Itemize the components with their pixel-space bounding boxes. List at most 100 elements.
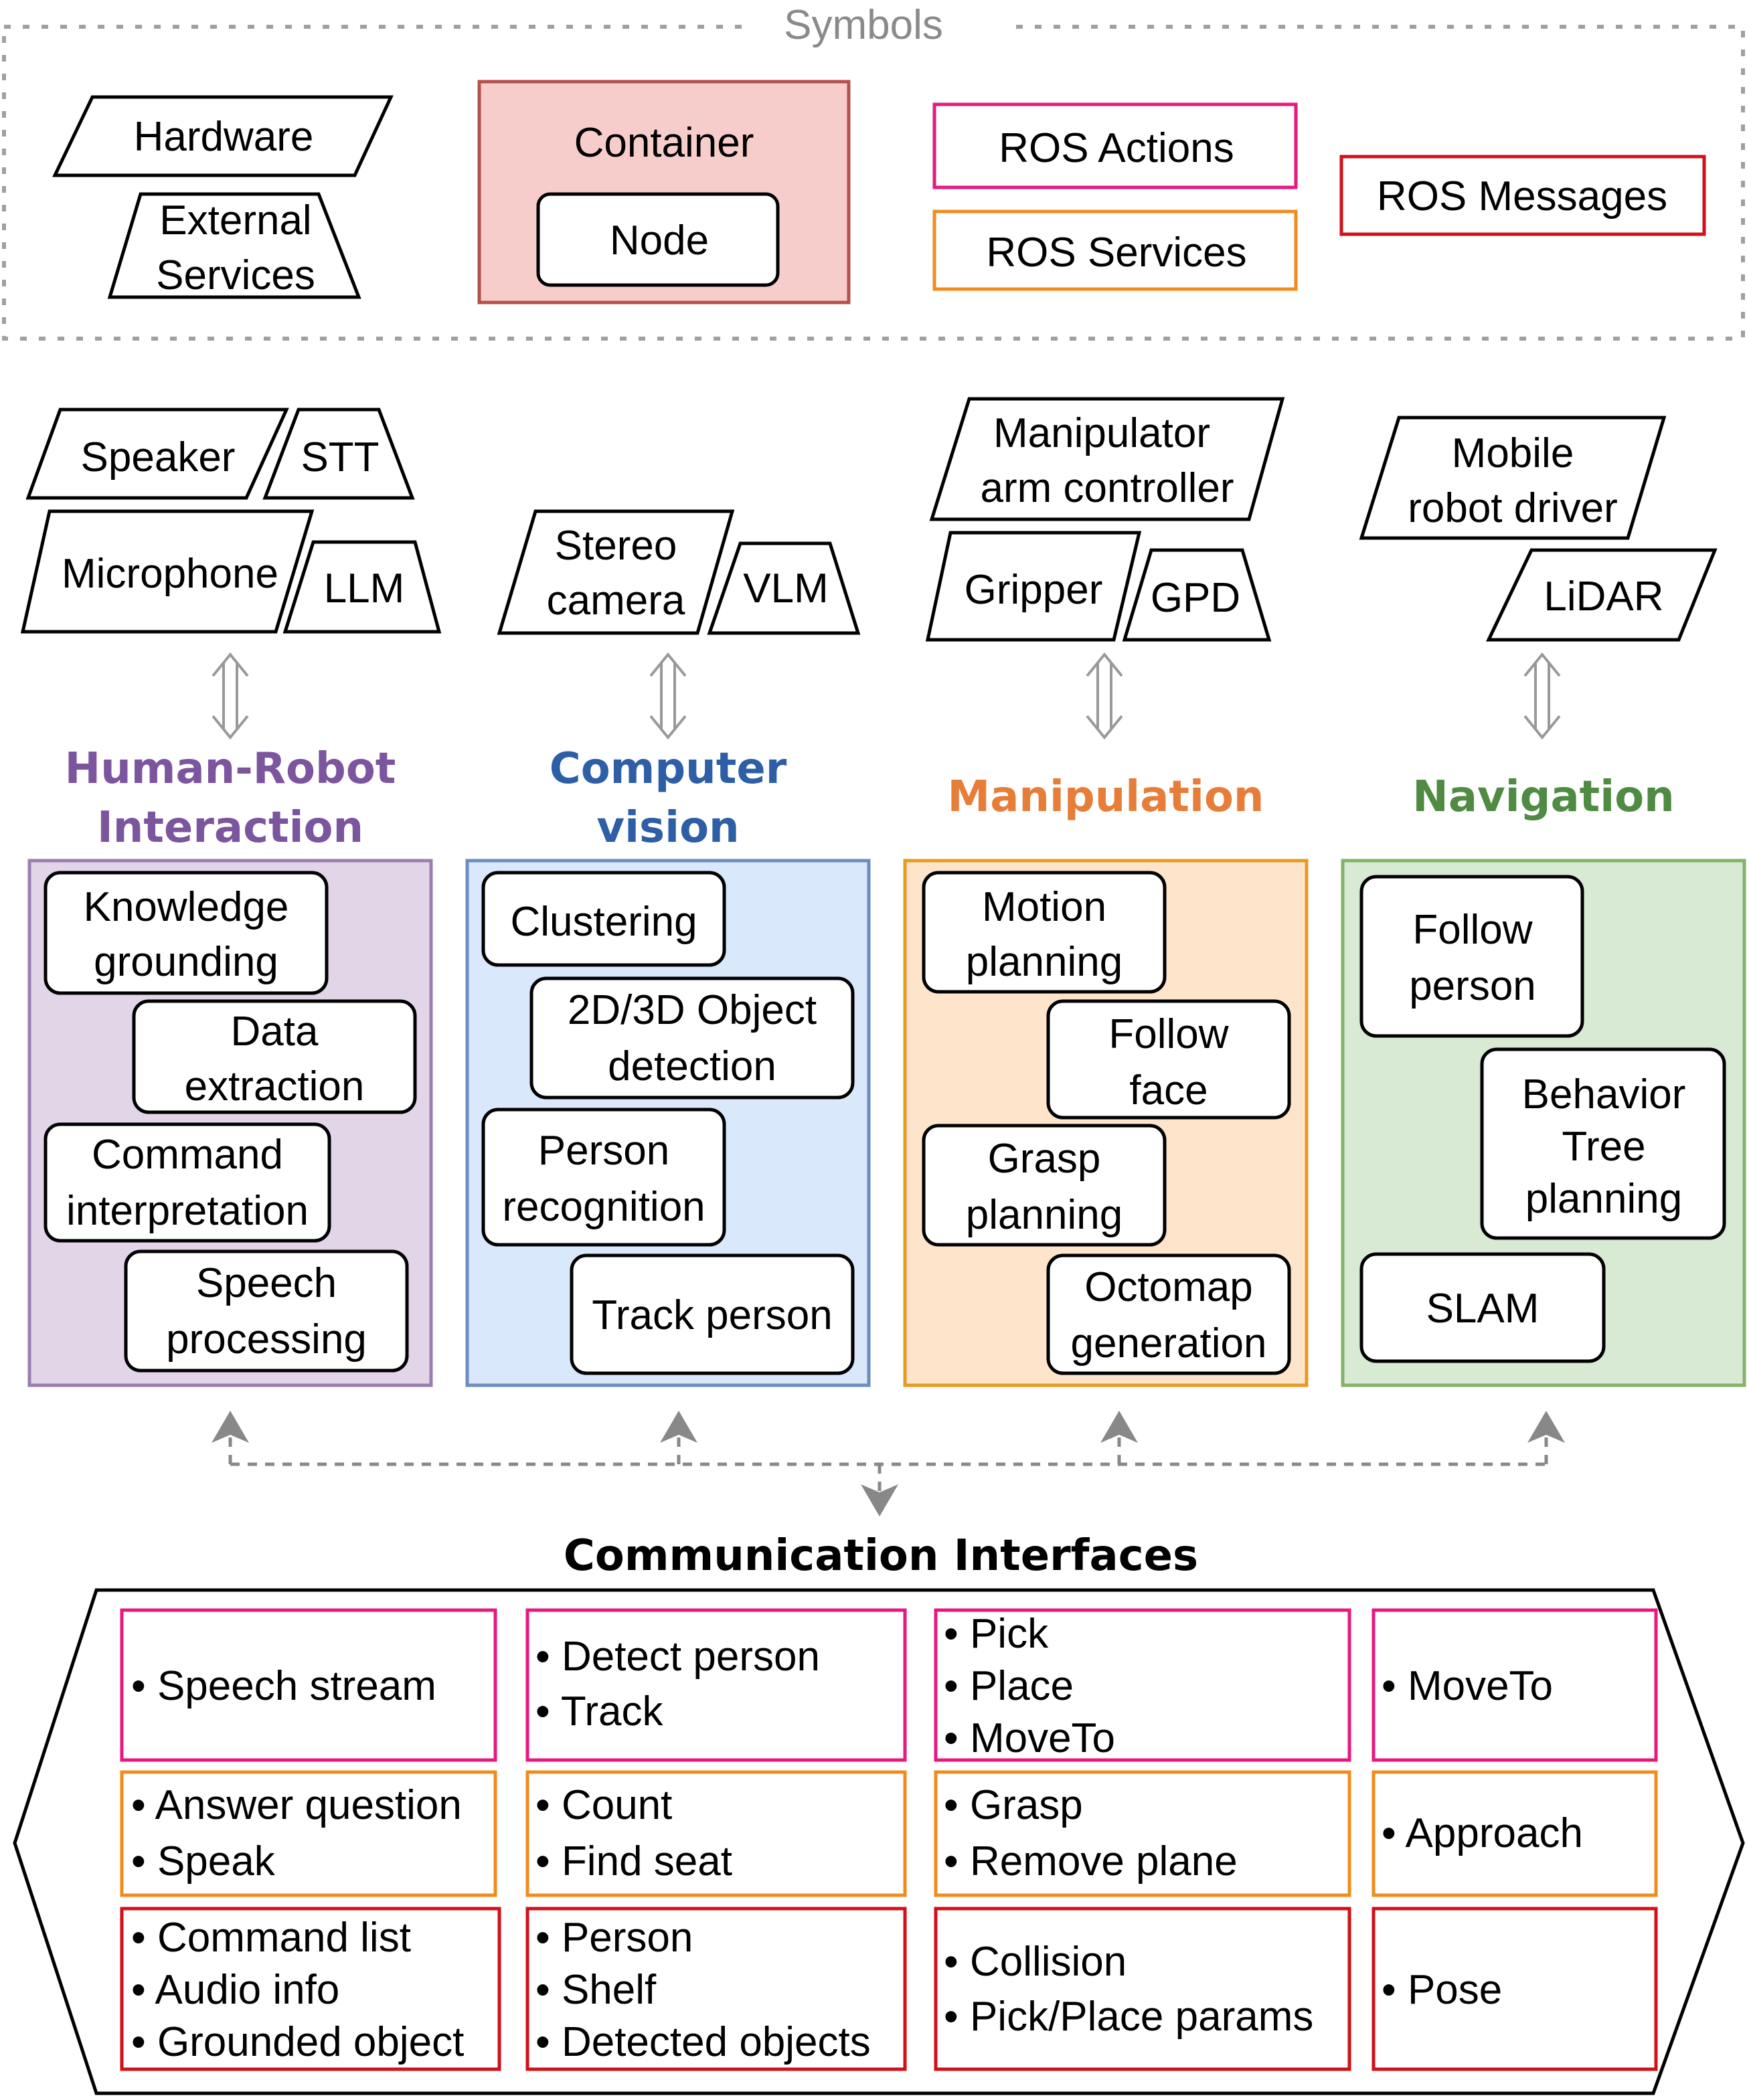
symbols-legend: Symbols Hardware External Services Conta… [2, 2, 1745, 341]
motion-planning-label-2: planning [966, 939, 1122, 985]
external-services-symbol [107, 192, 361, 299]
bullet: • [944, 1994, 970, 2040]
arm-controller-label-1: Manipulator [993, 410, 1210, 456]
speaker-hardware [25, 408, 289, 500]
manip-action-3-text: MoveTo [970, 1715, 1115, 1761]
gripper-hardware [925, 531, 1142, 642]
hri-actions-box [120, 1608, 497, 1762]
cv-message-2-text: Shelf [562, 1967, 657, 2013]
hri-message-3: • Grounded object [131, 2019, 464, 2065]
cv-service-1: • Count [535, 1782, 672, 1828]
hardware-arrows [212, 652, 1561, 740]
cv-service-2: • Find seat [535, 1838, 732, 1885]
knowledge-grounding-label-1: Knowledge [84, 884, 289, 930]
ros-messages-symbol [1339, 155, 1706, 236]
legend-title-bg [743, 4, 1004, 51]
manip-actions-box [934, 1608, 1351, 1762]
manip-service-2: • Remove plane [944, 1838, 1238, 1885]
bullet: • [944, 1663, 970, 1709]
llm-service [282, 540, 442, 634]
arrowhead-nav [1527, 1411, 1565, 1443]
hri-hardware-arrow [212, 652, 249, 740]
hri-message-1-text: Command list [157, 1915, 411, 1961]
mobile-robot-driver-label-2: robot driver [1408, 485, 1618, 531]
knowledge-grounding-label-2: grounding [94, 939, 278, 985]
bullet: • [131, 1915, 157, 1961]
node-symbol [536, 192, 780, 287]
bullet: • [1382, 1663, 1408, 1709]
bullet: • [535, 1915, 562, 1961]
node-symbol-label: Node [610, 217, 709, 264]
data-extraction-node [132, 999, 417, 1114]
cv-message-2: • Shelf [535, 1967, 657, 2013]
hri-service-2-text: Speak [157, 1838, 276, 1885]
manip-action-2-text: Place [970, 1663, 1074, 1709]
clustering-label: Clustering [510, 899, 697, 945]
hri-hardware: Speaker STT Microphone LLM [20, 408, 442, 634]
hri-messages-box [120, 1907, 501, 2071]
data-extraction-label-1: Data [231, 1009, 319, 1055]
nav-services-box [1371, 1770, 1658, 1897]
nav-container: Follow person Behavior Tree planning SLA… [1341, 859, 1746, 1387]
vlm-label: VLM [743, 565, 828, 612]
external-services-symbol-label-1: External [159, 197, 311, 244]
lidar-hardware [1486, 548, 1718, 642]
grasp-planning-node [922, 1124, 1167, 1247]
gripper-label: Gripper [965, 567, 1103, 613]
nav-actions-box [1371, 1608, 1658, 1762]
gpd-label: GPD [1151, 575, 1240, 621]
bullet: • [1382, 1967, 1408, 2013]
nav-action-1-text: MoveTo [1408, 1663, 1553, 1709]
hri-title-2: Interaction [97, 803, 363, 853]
cv-service-2-text: Find seat [562, 1838, 732, 1885]
cv-message-3: • Detected objects [535, 2019, 871, 2065]
person-recognition-label-1: Person [538, 1128, 669, 1174]
arrowhead-down [861, 1484, 898, 1516]
bullet: • [1382, 1810, 1406, 1856]
nav-message-1-text: Pose [1408, 1967, 1502, 2013]
interface-texts: • Speech stream • Detect person • Track … [131, 1611, 1583, 2065]
cv-action-2: • Track [535, 1688, 664, 1735]
hri-message-1: • Command list [131, 1915, 411, 1961]
stt-label: STT [301, 434, 379, 480]
nav-service-1: • Approach [1382, 1810, 1583, 1856]
speech-processing-node [124, 1249, 409, 1373]
hri-services-box [120, 1770, 497, 1897]
object-detection-label-2: detection [608, 1043, 776, 1089]
object-detection-label-1: 2D/3D Object [568, 987, 817, 1033]
manip-service-1-text: Grasp [970, 1782, 1083, 1828]
follow-face-label-2: face [1129, 1067, 1208, 1114]
grasp-planning-label-2: planning [966, 1192, 1122, 1238]
bullet: • [535, 1838, 562, 1885]
manip-hardware-arrow [1086, 652, 1123, 740]
arrowhead-cv [660, 1411, 697, 1443]
cv-service-1-text: Count [562, 1782, 672, 1828]
octomap-generation-node [1046, 1253, 1291, 1375]
stereo-camera-label-2: camera [547, 578, 685, 624]
manip-message-1: • Collision [944, 1939, 1127, 1985]
legend-title: Symbols [784, 2, 943, 48]
bullet: • [131, 1782, 155, 1828]
connector-arrowheads [212, 1411, 1565, 1516]
hri-container: Knowledge grounding Data extraction Comm… [27, 859, 433, 1387]
behavior-tree-planning-label-1: Behavior [1522, 1071, 1686, 1118]
legend-border [2, 25, 1745, 341]
hri-service-1: • Answer question [131, 1782, 462, 1828]
stereo-camera-label-1: Stereo [555, 523, 677, 569]
follow-face-node [1046, 999, 1291, 1120]
grasp-planning-label-1: Grasp [988, 1136, 1101, 1182]
octomap-generation-label-1: Octomap [1084, 1264, 1253, 1310]
bullet: • [944, 1939, 970, 1985]
microphone-hardware [20, 509, 315, 634]
manip-messages-box [934, 1907, 1351, 2071]
knowledge-grounding-node [44, 871, 329, 995]
category-titles: Human-Robot Interaction Computer vision … [65, 744, 1675, 853]
stt-service [262, 408, 415, 500]
ros-actions-symbol-label: ROS Actions [999, 125, 1234, 171]
hri-message-3-text: Grounded object [157, 2019, 464, 2065]
data-extraction-label-2: extraction [185, 1063, 365, 1110]
arrowhead-manip [1100, 1411, 1138, 1443]
manip-service-2-text: Remove plane [970, 1838, 1238, 1885]
